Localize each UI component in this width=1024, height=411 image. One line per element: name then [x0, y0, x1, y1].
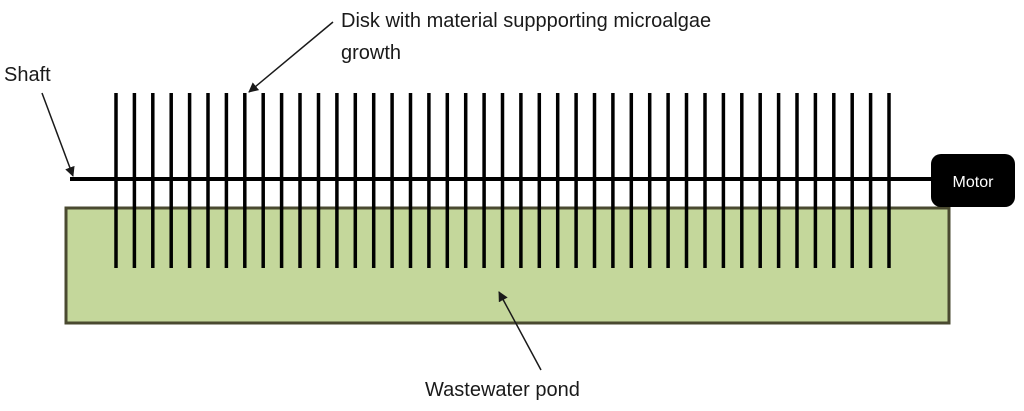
disk-label-line2: growth: [341, 42, 401, 64]
pond-arrow: [498, 291, 542, 371]
motor: Motor: [931, 154, 1015, 207]
disk-label-line1: Disk with material suppporting microalga…: [341, 10, 711, 32]
motor-box: [931, 154, 1015, 207]
disk-arrow: [248, 21, 334, 93]
pond-label: Wastewater pond: [425, 379, 580, 401]
shaft-label: Shaft: [4, 64, 51, 86]
shaft-arrow: [41, 92, 75, 177]
wastewater-pond: [64, 206, 951, 325]
motor-label: Motor: [953, 174, 995, 191]
